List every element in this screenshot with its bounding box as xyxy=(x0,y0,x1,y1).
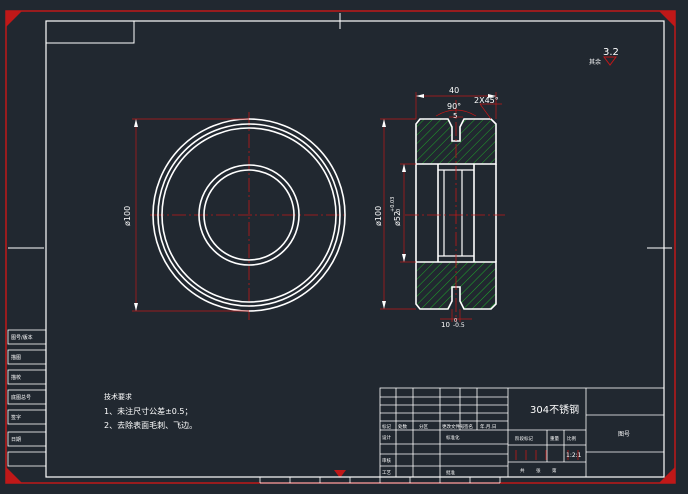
label-design: 设计 xyxy=(382,434,391,441)
label-std: 标准化 xyxy=(446,434,460,441)
side-label-5: 签字 xyxy=(11,414,21,421)
side-label-2: 描图 xyxy=(11,354,21,361)
label-page: 第 xyxy=(552,467,557,474)
label-review: 审核 xyxy=(382,457,391,464)
side-label-6: 日期 xyxy=(11,437,21,443)
label-sheets: 共 xyxy=(520,467,525,474)
dim-bore-tol-lower: 0 xyxy=(396,209,402,212)
drawing-number-box xyxy=(45,20,135,44)
section-view xyxy=(380,92,505,322)
dim-outer-diameter: ø100 xyxy=(374,206,383,226)
label-count: 处数 xyxy=(398,423,407,430)
scale-value: 1:2:1 xyxy=(566,452,582,459)
side-label-1: 图号/版本 xyxy=(11,334,33,341)
label-zone: 分区 xyxy=(419,423,428,430)
stage-marks xyxy=(515,450,579,460)
roughness-symbol: 其余 3.2 xyxy=(589,47,619,66)
dim-angle: 90° xyxy=(447,102,461,111)
dim-bore-tol-upper: +0.03 xyxy=(390,197,396,212)
notes-title: 技术要求 xyxy=(104,392,132,401)
label-sign: 签名 xyxy=(464,423,473,430)
dim-chamfer: 2X45° xyxy=(474,96,499,105)
roughness-value: 3.2 xyxy=(603,47,619,58)
label-process: 工艺 xyxy=(382,470,391,476)
title-block xyxy=(259,387,665,484)
label-sheet: 张 xyxy=(536,467,541,474)
bottom-triangle-mark xyxy=(334,470,346,478)
frame-corner-marks xyxy=(6,11,675,483)
label-scale: 比例 xyxy=(567,435,576,442)
label-weight: 重量 xyxy=(550,435,559,442)
side-label-4: 底图总号 xyxy=(11,394,31,401)
dim-bore: ø52 xyxy=(393,211,402,226)
dim-groove-tol-top: 0 xyxy=(454,318,457,324)
dim-left-diameter: ø100 xyxy=(123,206,132,226)
label-change: 更改文件号 xyxy=(442,423,465,430)
dim-groove-width: 10 xyxy=(441,321,450,329)
title-company: 图号 xyxy=(618,431,630,438)
label-mark: 标记 xyxy=(382,423,391,430)
side-label-3: 描校 xyxy=(11,374,21,381)
notes-line-2: 2、去除表面毛刺、飞边。 xyxy=(104,420,197,430)
title-material: 304不锈钢 xyxy=(530,403,579,416)
dim-width: 40 xyxy=(449,86,459,95)
front-view xyxy=(132,112,348,320)
label-stage: 阶段标记 xyxy=(515,435,533,442)
notes-line-1: 1、未注尺寸公差±0.5； xyxy=(104,406,193,416)
side-label-column xyxy=(7,329,47,467)
dim-groove-tol: -0.5 xyxy=(453,322,465,329)
roughness-other-label: 其余 xyxy=(589,58,601,66)
dim-groove-depth: 5 xyxy=(453,112,457,120)
label-date: 年.月.日 xyxy=(480,423,496,430)
label-approve: 批准 xyxy=(446,469,455,476)
